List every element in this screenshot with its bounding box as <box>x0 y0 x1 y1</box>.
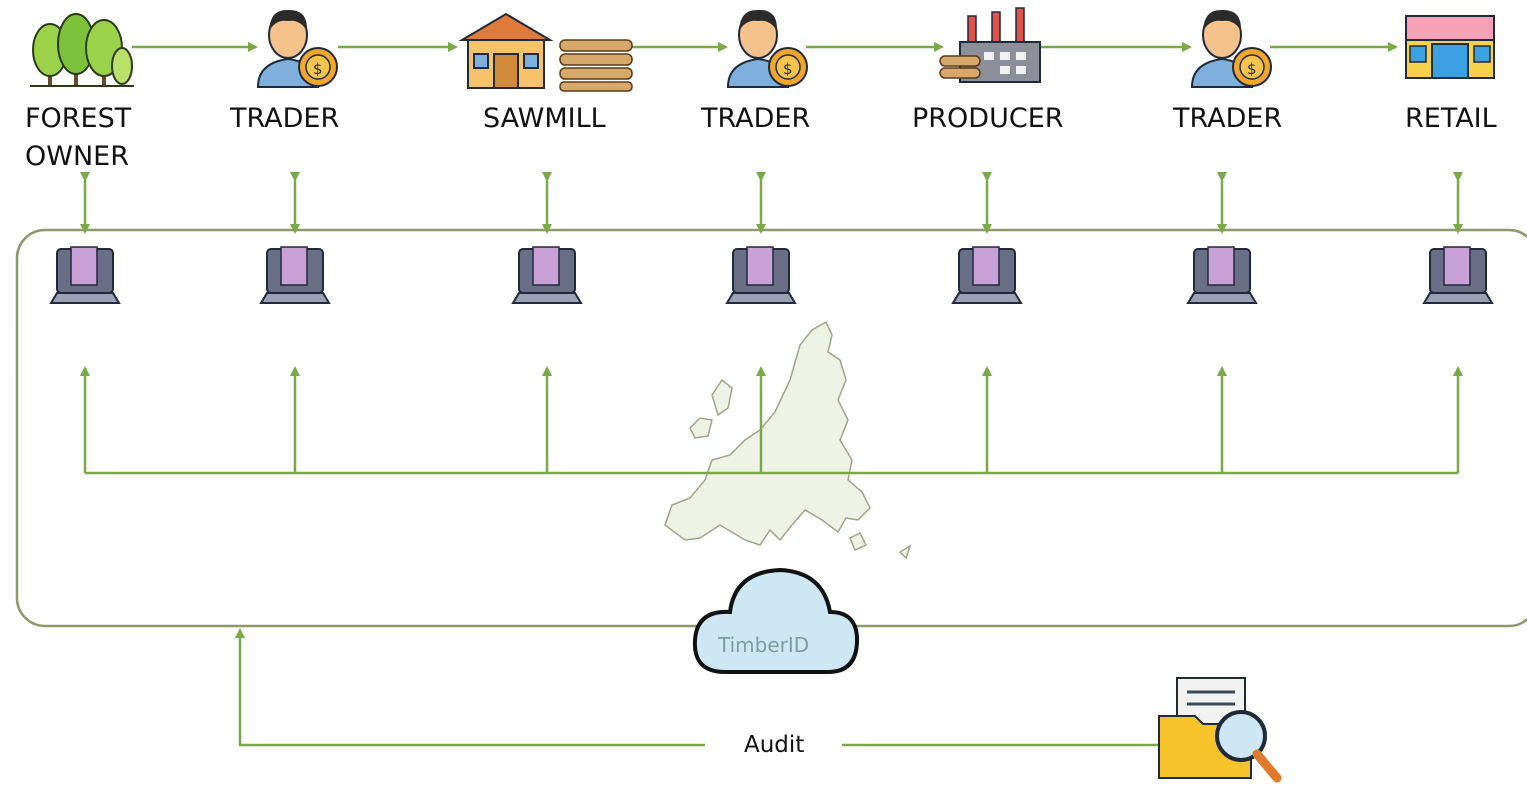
stage-label-producer: PRODUCER <box>912 103 1064 134</box>
audit-label: Audit <box>744 732 805 758</box>
svg-text:$: $ <box>783 60 793 78</box>
svg-text:$: $ <box>1247 60 1257 78</box>
factory-icon <box>939 7 1041 83</box>
laptop-icon <box>49 246 121 304</box>
cloud-icon: TimberID <box>692 567 860 674</box>
audit-folder-search-icon <box>1158 677 1282 783</box>
stage-label-trader-1: TRADER <box>230 103 340 134</box>
trader-icon: $ <box>726 9 808 88</box>
trader-icon: $ <box>1190 9 1272 88</box>
laptop-icon <box>511 246 583 304</box>
stage-label-trader-2: TRADER <box>701 103 811 134</box>
store-icon <box>1405 15 1495 79</box>
laptop-icon <box>725 246 797 304</box>
trader-icon: $ <box>256 9 338 88</box>
stage-label-trader-3: TRADER <box>1173 103 1283 134</box>
europe-map-icon <box>664 320 912 560</box>
stage-label-line2: OWNER <box>25 141 129 172</box>
stage-label-sawmill: SAWMILL <box>483 103 606 134</box>
stage-label-retail: RETAIL <box>1405 103 1497 134</box>
stage-label-line1: FOREST <box>25 103 132 134</box>
svg-text:$: $ <box>313 60 323 78</box>
laptop-icon <box>951 246 1023 304</box>
bidirectional-arrows <box>80 172 1463 234</box>
distribution-bus <box>80 366 1463 475</box>
audit-path <box>235 628 1160 747</box>
laptop-icon <box>1186 246 1258 304</box>
timberid-logo: TimberID <box>717 633 809 657</box>
stage-label-forest-owner: FOREST OWNER <box>25 100 131 176</box>
forest-icon <box>30 13 134 87</box>
laptop-icon <box>1422 246 1494 304</box>
laptop-icon <box>259 246 331 304</box>
sawmill-icon <box>458 12 633 92</box>
